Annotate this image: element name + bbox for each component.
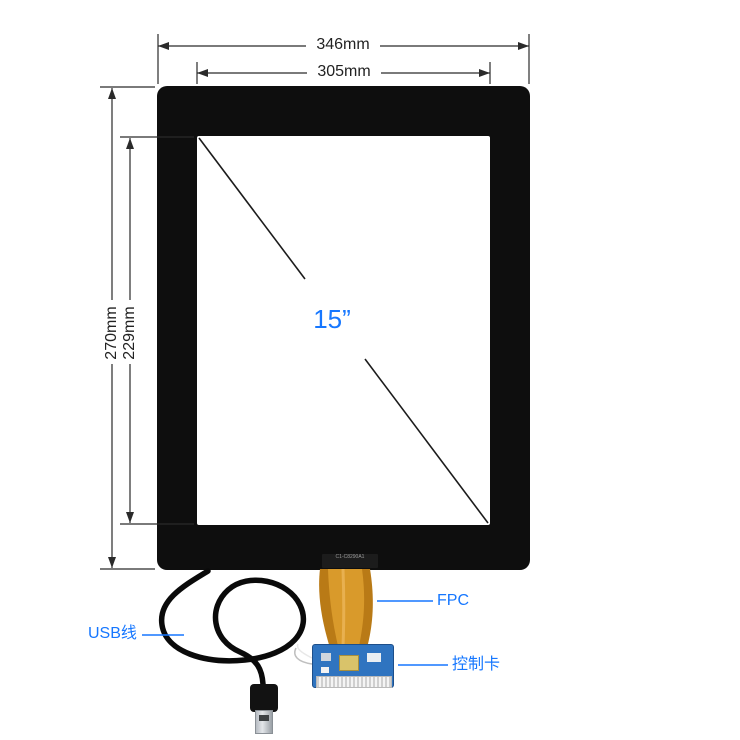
- diagonal-line: [198, 137, 489, 524]
- usb-metal-tip: [255, 710, 273, 734]
- usb-connector: [250, 684, 278, 734]
- usb-cable-label: USB线: [88, 625, 137, 642]
- pcb-chip: [339, 655, 359, 671]
- dim-inner-width-label: 305mm: [309, 63, 379, 81]
- usb-slot: [259, 715, 269, 721]
- controller-board: [312, 644, 394, 688]
- pcb-connector: [316, 676, 392, 688]
- callout-leader-lines: [142, 600, 448, 666]
- pcb-component: [367, 653, 381, 662]
- pcb-component: [321, 667, 329, 673]
- fpc-ribbon: [319, 568, 373, 648]
- dim-outer-height-label: 270mm: [103, 303, 121, 363]
- fpc-label: FPC: [437, 592, 469, 609]
- panel-sticker-text: C1-C8290A1: [335, 554, 365, 560]
- pcb-component: [321, 653, 331, 661]
- dimension-lines: [100, 34, 530, 570]
- dim-inner-height-label: 229mm: [121, 303, 139, 363]
- panel-sticker: C1-C8290A1: [322, 554, 378, 568]
- dimension-arrowheads: [108, 42, 529, 568]
- diagonal-size-label: 15”: [300, 303, 364, 335]
- controller-card-label: 控制卡: [452, 656, 501, 673]
- dim-outer-width-label: 346mm: [308, 36, 378, 54]
- usb-cable: [158, 568, 313, 687]
